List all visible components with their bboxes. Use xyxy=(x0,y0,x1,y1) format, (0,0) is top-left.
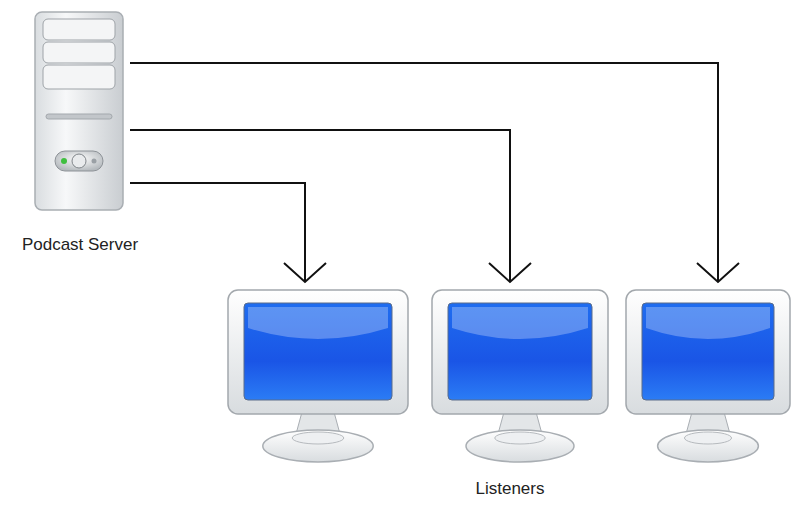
monitor-drawing xyxy=(226,288,410,466)
group-label: Listeners xyxy=(476,479,545,499)
monitor-drawing xyxy=(430,288,610,466)
monitor-drawing xyxy=(624,288,792,466)
monitor-icon xyxy=(624,288,792,466)
connector-arrow xyxy=(130,130,510,282)
node-label: Podcast Server xyxy=(22,235,138,255)
server-drawing xyxy=(30,10,130,215)
monitor-icon xyxy=(226,288,410,466)
connector-arrow xyxy=(130,63,718,282)
connector-arrow xyxy=(130,183,305,282)
server-icon: Podcast Server xyxy=(30,10,130,215)
monitor-icon xyxy=(430,288,610,466)
